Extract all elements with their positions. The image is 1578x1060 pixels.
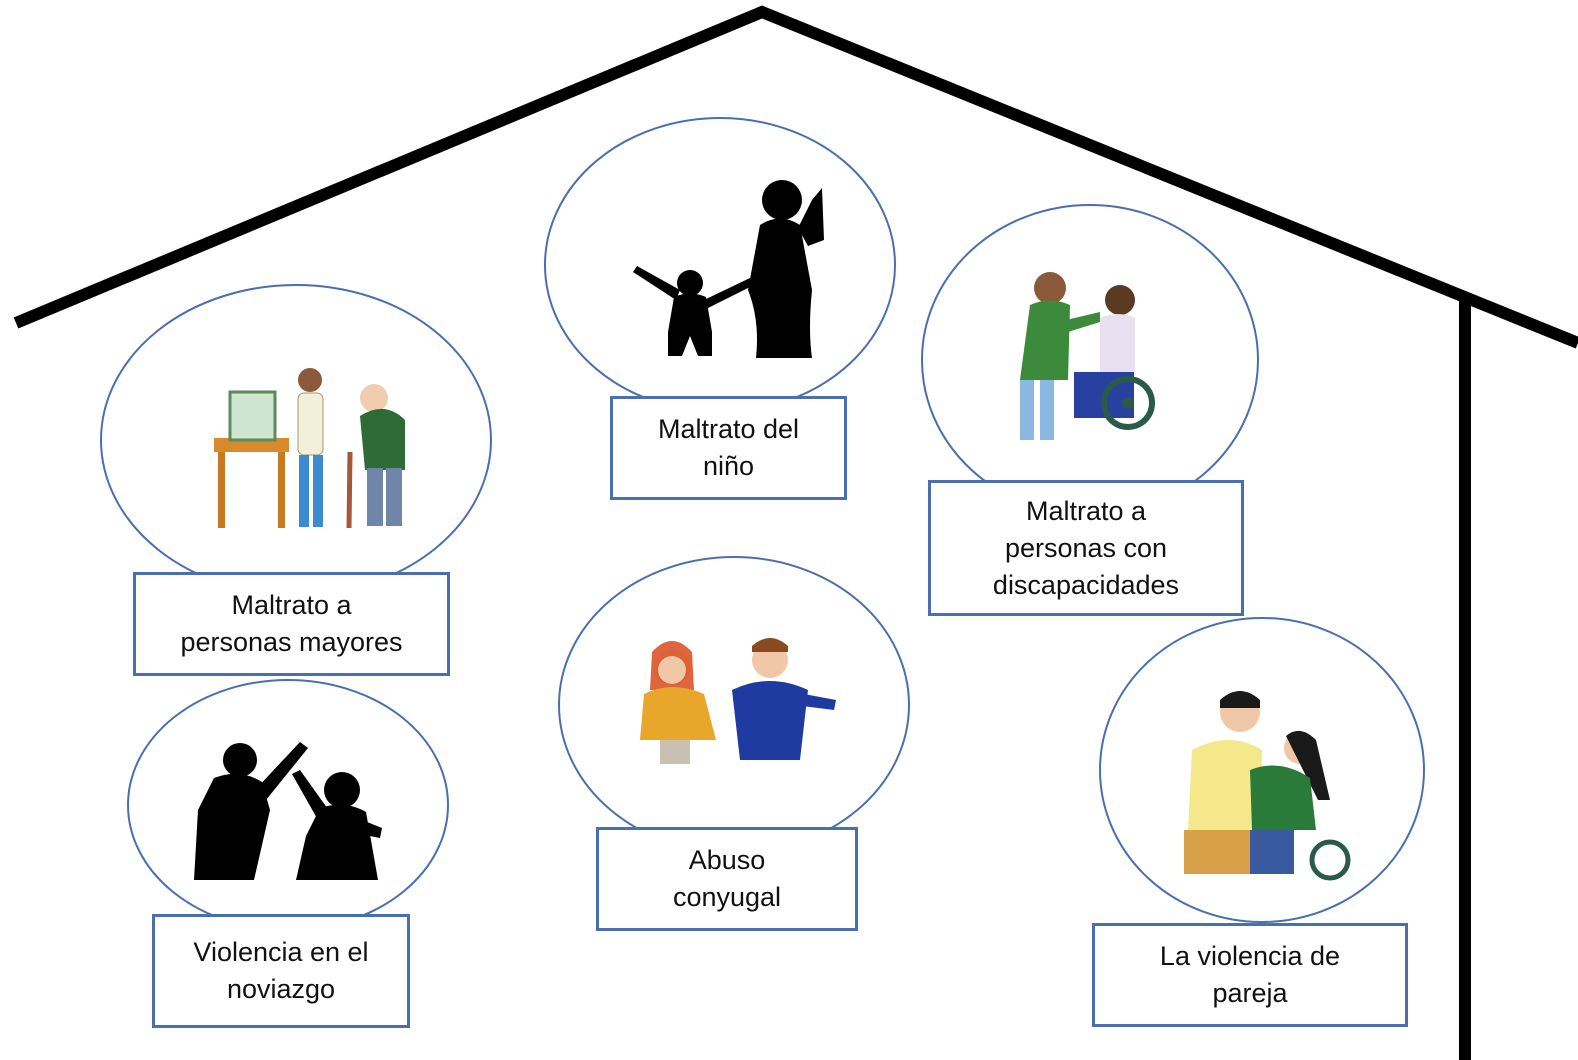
label-maltrato-del-nino: Maltrato del niño xyxy=(610,396,847,500)
spousal-abuse-illustration xyxy=(640,638,836,764)
bubble-noviazgo xyxy=(127,679,449,931)
house-outline xyxy=(13,5,1578,1060)
label-violencia-noviazgo: Violencia en el noviazgo xyxy=(152,914,410,1028)
label-maltrato-personas-mayores: Maltrato a personas mayores xyxy=(133,572,450,676)
label-violencia-de-pareja: La violencia de pareja xyxy=(1092,923,1408,1027)
disability-abuse-illustration xyxy=(1020,272,1155,440)
label-abuso-conyugal: Abuso conyugal xyxy=(596,827,858,931)
child-abuse-silhouette xyxy=(633,180,824,358)
dating-violence-silhouette xyxy=(194,742,382,880)
bubble-mayores xyxy=(100,284,492,596)
bubble-nino xyxy=(544,117,896,413)
label-maltrato-personas-discapacidades: Maltrato a personas con discapacidades xyxy=(928,480,1244,616)
bubble-discapacidades xyxy=(921,204,1259,516)
elder-abuse-illustration xyxy=(214,368,405,529)
partner-violence-illustration xyxy=(1184,691,1351,881)
